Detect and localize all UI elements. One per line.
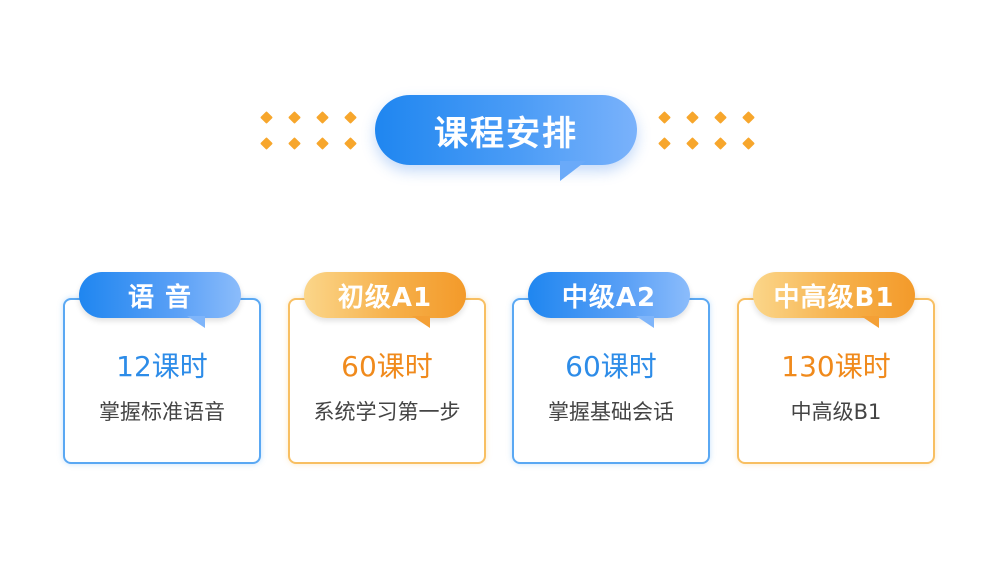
course-tag-a1: 初级A1 xyxy=(304,272,466,328)
title-bubble: 课程安排 xyxy=(375,95,637,181)
course-label: 中高级B1 xyxy=(773,282,895,313)
course-label: 初级A1 xyxy=(337,282,433,313)
page-title: 课程安排 xyxy=(434,113,578,154)
course-hours: 60课时 xyxy=(341,350,433,383)
course-hours: 60课时 xyxy=(565,350,657,383)
course-tag-b1: 中高级B1 xyxy=(753,272,915,328)
course-card-a1 xyxy=(288,298,486,464)
course-hours: 130课时 xyxy=(781,350,891,383)
course-description: 中高级B1 xyxy=(790,400,882,424)
decorative-dots-right xyxy=(658,111,760,157)
course-description: 系统学习第一步 xyxy=(313,400,461,424)
course-card-b1 xyxy=(737,298,935,464)
course-description: 掌握基础会话 xyxy=(548,400,674,424)
course-hours: 12课时 xyxy=(116,350,208,383)
course-card-pronunciation xyxy=(63,298,261,464)
course-label: 中级A2 xyxy=(561,282,657,313)
course-tag-pronunciation: 语 音 xyxy=(79,272,241,328)
course-card-a2 xyxy=(512,298,710,464)
course-label: 语 音 xyxy=(127,282,193,313)
course-tag-a2: 中级A2 xyxy=(528,272,690,328)
course-description: 掌握标准语音 xyxy=(99,400,225,424)
decorative-dots-left xyxy=(260,111,362,157)
